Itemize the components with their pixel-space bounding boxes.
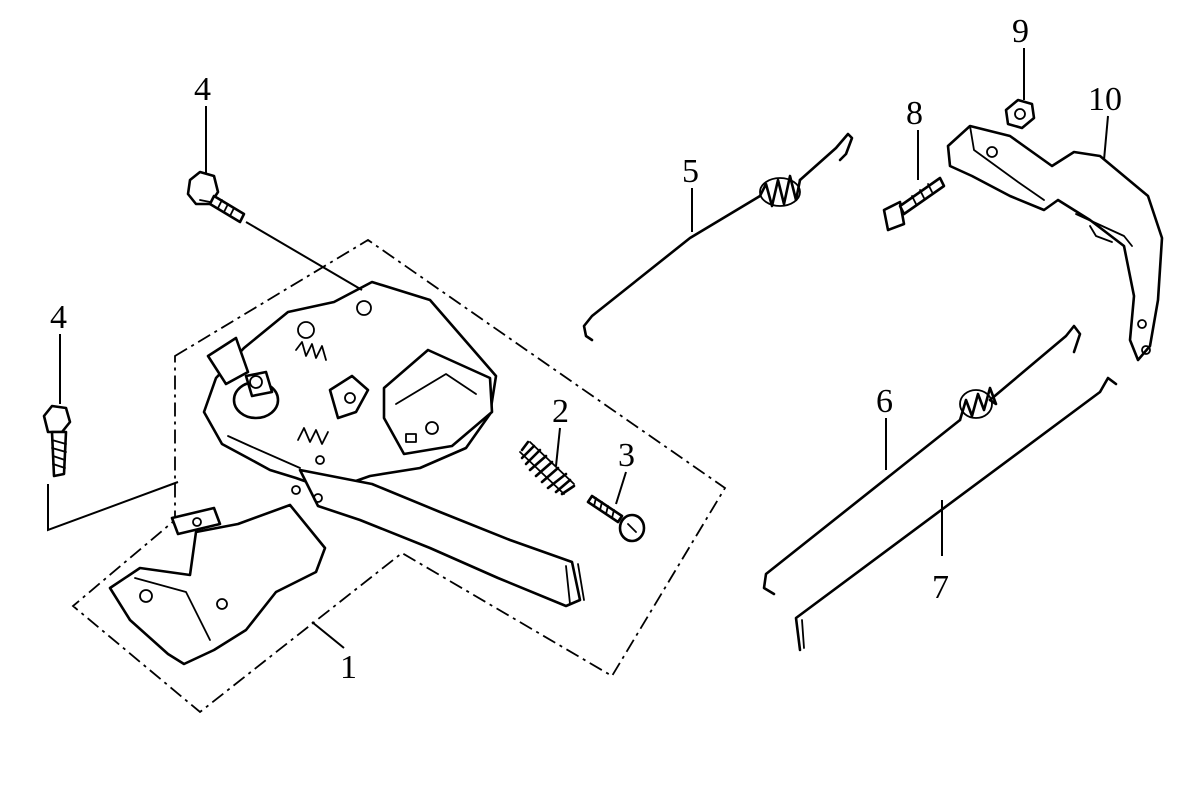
- throttle-rod[interactable]: [794, 376, 1118, 652]
- bolt-left-leader: [47, 481, 179, 532]
- callout-8: 8: [906, 95, 923, 132]
- control-plate-assembly[interactable]: [108, 280, 585, 666]
- hex-nut[interactable]: [1004, 98, 1036, 130]
- choke-spring-rod[interactable]: [762, 324, 1082, 596]
- leader-1: [311, 621, 345, 649]
- callout-4-upper: 4: [194, 71, 211, 108]
- pan-head-screw[interactable]: [586, 494, 646, 543]
- leader-3: [615, 471, 627, 505]
- leader-10: [1103, 115, 1109, 161]
- assembly-1-boundary: [71, 238, 727, 714]
- leader-2: [555, 427, 561, 467]
- callout-3: 3: [618, 437, 635, 474]
- callout-2: 2: [552, 393, 569, 430]
- control-lever[interactable]: [946, 124, 1164, 362]
- flange-bolt-upper[interactable]: [186, 170, 246, 224]
- governor-spring-rod[interactable]: [582, 132, 854, 342]
- callout-10: 10: [1088, 81, 1122, 118]
- callout-5: 5: [682, 153, 699, 190]
- compression-spring[interactable]: [519, 440, 576, 496]
- hex-bolt[interactable]: [882, 176, 946, 232]
- callout-1: 1: [340, 649, 357, 686]
- callout-6: 6: [876, 383, 893, 420]
- callout-4-left: 4: [50, 299, 67, 336]
- callout-9: 9: [1012, 13, 1029, 50]
- callout-7: 7: [932, 569, 949, 606]
- flange-bolt-left[interactable]: [42, 404, 72, 478]
- bolt-upper-leader: [245, 221, 363, 291]
